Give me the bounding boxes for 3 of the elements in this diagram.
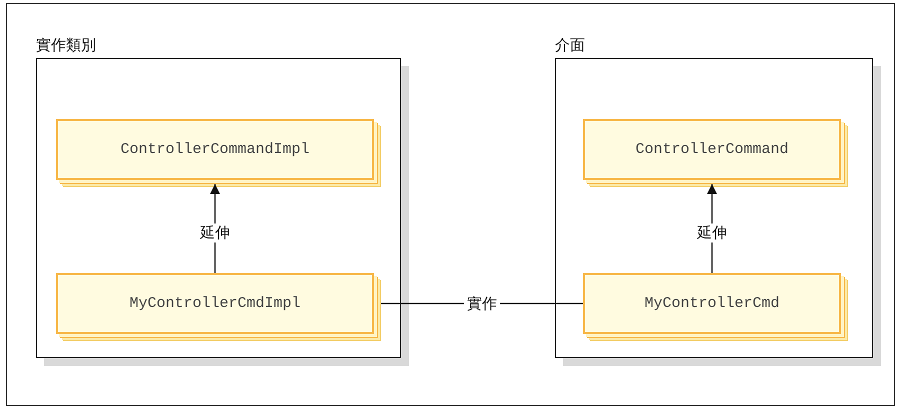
edge-label: 實作 <box>464 294 500 313</box>
group-heading: 實作類別 <box>36 36 96 55</box>
group-heading: 介面 <box>555 36 585 55</box>
